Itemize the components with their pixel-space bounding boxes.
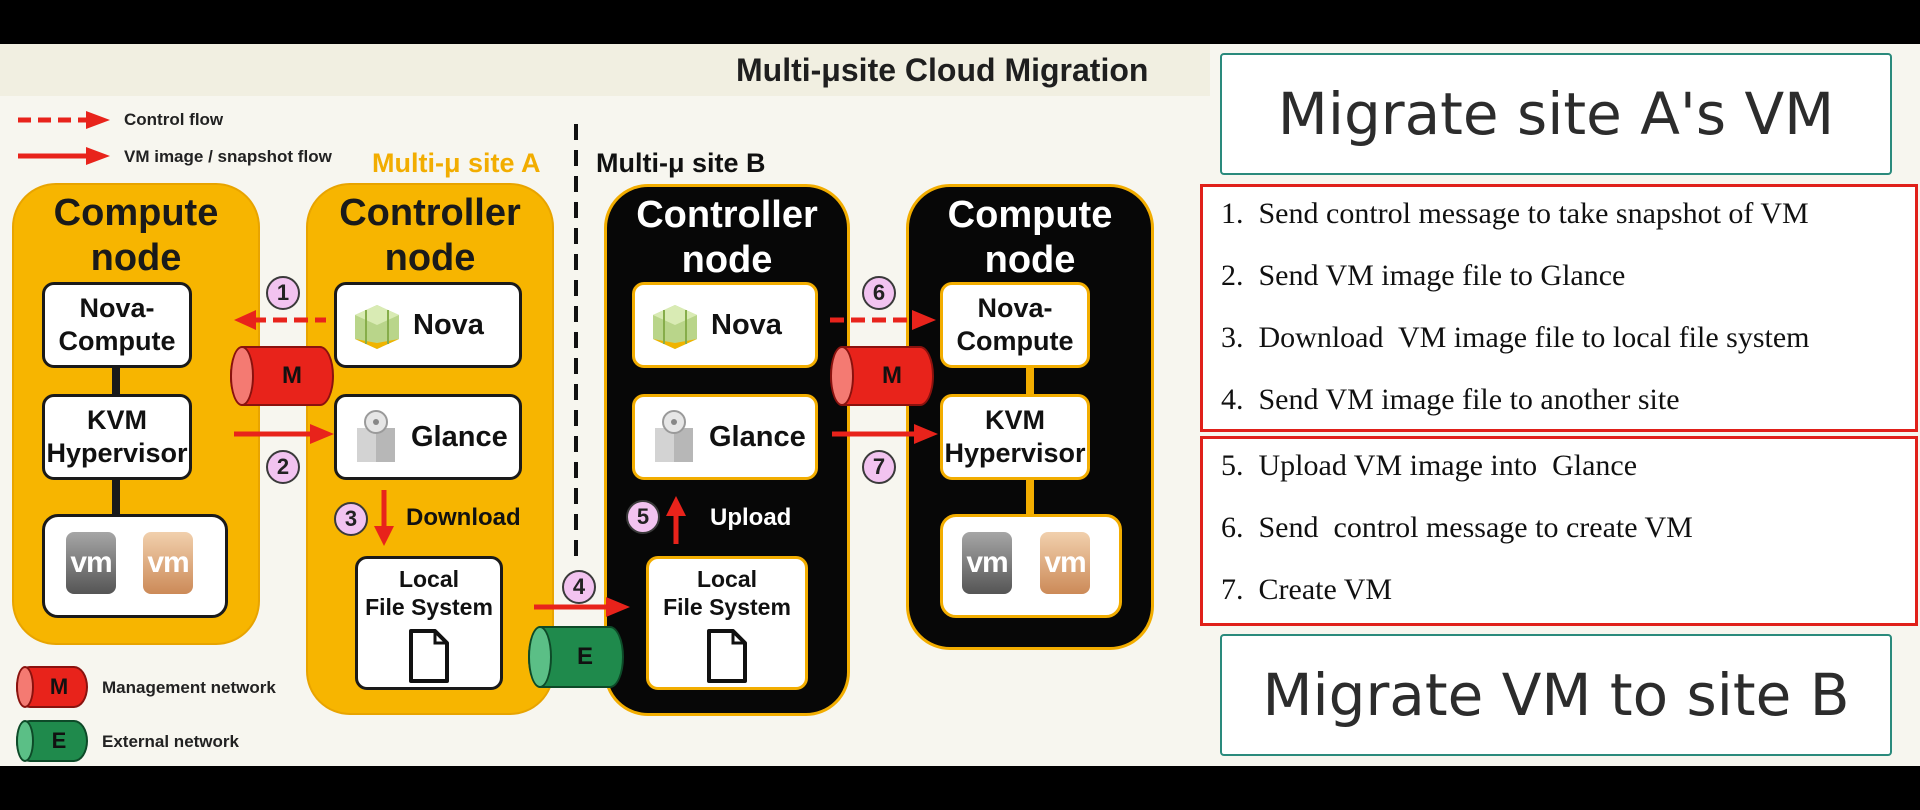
site-a-label: Multi-μ site A bbox=[372, 148, 541, 178]
legend-external-cylinder: E bbox=[16, 720, 88, 762]
site-a-lfs-l1: Local bbox=[398, 566, 460, 592]
step-item-5: 5. Upload VM image into Glance bbox=[1221, 449, 1638, 482]
site-b-vm-icon-1: vm bbox=[962, 532, 1012, 594]
download-arrow bbox=[374, 490, 394, 546]
site-a-kvm-l1: KVM bbox=[86, 405, 147, 435]
step-item-4: 4. Send VM image file to another site bbox=[1221, 383, 1680, 416]
site-b-controller-title-2: node bbox=[681, 239, 773, 281]
site-b-lfs-l1: Local bbox=[696, 566, 758, 592]
callout-bottom: Migrate VM to site B bbox=[1220, 634, 1892, 756]
site-b-label: Multi-μ site B bbox=[596, 148, 766, 178]
steps-box-a: 1. Send control message to take snapshot… bbox=[1200, 184, 1918, 432]
control-arrow-1 bbox=[234, 310, 326, 330]
site-b-lfs-l2: File System bbox=[663, 594, 791, 620]
site-b-vm-icon-2: vm bbox=[1040, 532, 1090, 594]
site-b-kvm-l2: Hypervisor bbox=[944, 438, 1086, 468]
site-a-glance-label: Glance bbox=[411, 420, 508, 453]
site-b-compute-title-1: Compute bbox=[947, 194, 1113, 236]
site-b-connector-1 bbox=[1026, 368, 1034, 394]
site-b-nova-compute: Nova-Compute bbox=[940, 282, 1090, 368]
step-circle-5: 5 bbox=[626, 500, 660, 534]
site-b-management-network: M bbox=[830, 346, 934, 406]
nova-icon bbox=[355, 305, 399, 349]
site-a-nova-label: Nova bbox=[413, 308, 484, 341]
site-a-compute-title-1: Compute bbox=[53, 192, 219, 234]
legend-management-letter: M bbox=[49, 674, 69, 699]
site-a-kvm-l2: Hypervisor bbox=[46, 438, 188, 468]
upload-label: Upload bbox=[710, 504, 792, 531]
image-arrow-7 bbox=[832, 424, 938, 444]
site-divider bbox=[574, 124, 578, 564]
step-circle-7: 7 bbox=[862, 450, 896, 484]
step-item-6: 6. Send control message to create VM bbox=[1221, 511, 1693, 544]
legend-control-flow: Control flow bbox=[124, 110, 224, 129]
site-a-controller-title-2: node bbox=[384, 237, 476, 279]
site-b-nova-box: Nova bbox=[632, 282, 818, 368]
site-a-lfs-l2: File System bbox=[365, 594, 493, 620]
glance-icon bbox=[357, 410, 395, 462]
site-b-glance-box: Glance bbox=[632, 394, 818, 480]
step-circle-4: 4 bbox=[562, 570, 596, 604]
site-a-management-letter: M bbox=[282, 362, 302, 389]
legend-arrows bbox=[18, 111, 110, 165]
site-b-vm-container bbox=[940, 514, 1122, 618]
site-b-controller-title-1: Controller bbox=[636, 194, 818, 236]
site-a-compute-title-2: node bbox=[90, 237, 182, 279]
step-item-1: 1. Send control message to take snapshot… bbox=[1221, 197, 1809, 230]
external-network: E bbox=[528, 626, 624, 688]
site-a-connector-1 bbox=[112, 368, 120, 394]
site-a-nova-compute-l1: Nova- bbox=[79, 293, 155, 323]
site-a-management-network: M bbox=[230, 346, 334, 406]
step-item-7: 7. Create VM bbox=[1221, 573, 1393, 606]
steps-box-b: 5. Upload VM image into Glance 6. Send c… bbox=[1200, 436, 1918, 626]
step-item-3: 3. Download VM image file to local file … bbox=[1221, 321, 1810, 354]
legend-management-label: Management network bbox=[102, 678, 276, 697]
site-a-controller-title-1: Controller bbox=[339, 192, 521, 234]
external-network-letter: E bbox=[576, 643, 593, 670]
callout-top: Migrate site A's VM bbox=[1220, 53, 1892, 175]
step-circle-3: 3 bbox=[334, 502, 368, 536]
site-b-management-letter: M bbox=[882, 362, 902, 389]
site-b-kvm-l1: KVM bbox=[984, 405, 1045, 435]
legend-image-flow: VM image / snapshot flow bbox=[124, 147, 332, 166]
site-b-file-icon bbox=[707, 629, 747, 683]
site-a-file-icon bbox=[409, 629, 449, 683]
site-a-glance-box: Glance bbox=[334, 394, 522, 480]
upload-arrow bbox=[666, 496, 686, 544]
nova-icon bbox=[653, 305, 697, 349]
step-circle-2: 2 bbox=[266, 450, 300, 484]
site-a-vm-icon-1: vm bbox=[66, 532, 116, 594]
legend-external-label: External network bbox=[102, 732, 239, 751]
site-b-compute-title-2: node bbox=[984, 239, 1076, 281]
control-arrow-6 bbox=[830, 310, 936, 330]
site-a-vm-icon-2: vm bbox=[143, 532, 193, 594]
image-arrow-2 bbox=[234, 424, 334, 444]
site-a-connector-2 bbox=[112, 480, 120, 514]
site-b-connector-2 bbox=[1026, 480, 1034, 514]
site-b-glance-label: Glance bbox=[709, 420, 806, 453]
title-band bbox=[0, 44, 1210, 96]
site-b-nova-compute-l2: Compute bbox=[956, 326, 1074, 356]
site-a-nova-box: Nova bbox=[334, 282, 522, 368]
download-label: Download bbox=[406, 504, 521, 531]
site-b-nova-compute-l1: Nova- bbox=[977, 293, 1053, 323]
legend-external-letter: E bbox=[51, 728, 67, 753]
site-a-nova-compute: Nova-Compute bbox=[42, 282, 192, 368]
site-b-nova-label: Nova bbox=[711, 308, 782, 341]
step-item-2: 2. Send VM image file to Glance bbox=[1221, 259, 1626, 292]
slide-title: Multi-μsite Cloud Migration bbox=[736, 52, 1149, 88]
site-a-nova-compute-l2: Compute bbox=[58, 326, 176, 356]
step-circle-6: 6 bbox=[862, 276, 896, 310]
legend-management-cylinder: M bbox=[16, 666, 88, 708]
step-circle-1: 1 bbox=[266, 276, 300, 310]
glance-icon bbox=[655, 410, 693, 462]
image-arrow-4 bbox=[534, 597, 630, 617]
